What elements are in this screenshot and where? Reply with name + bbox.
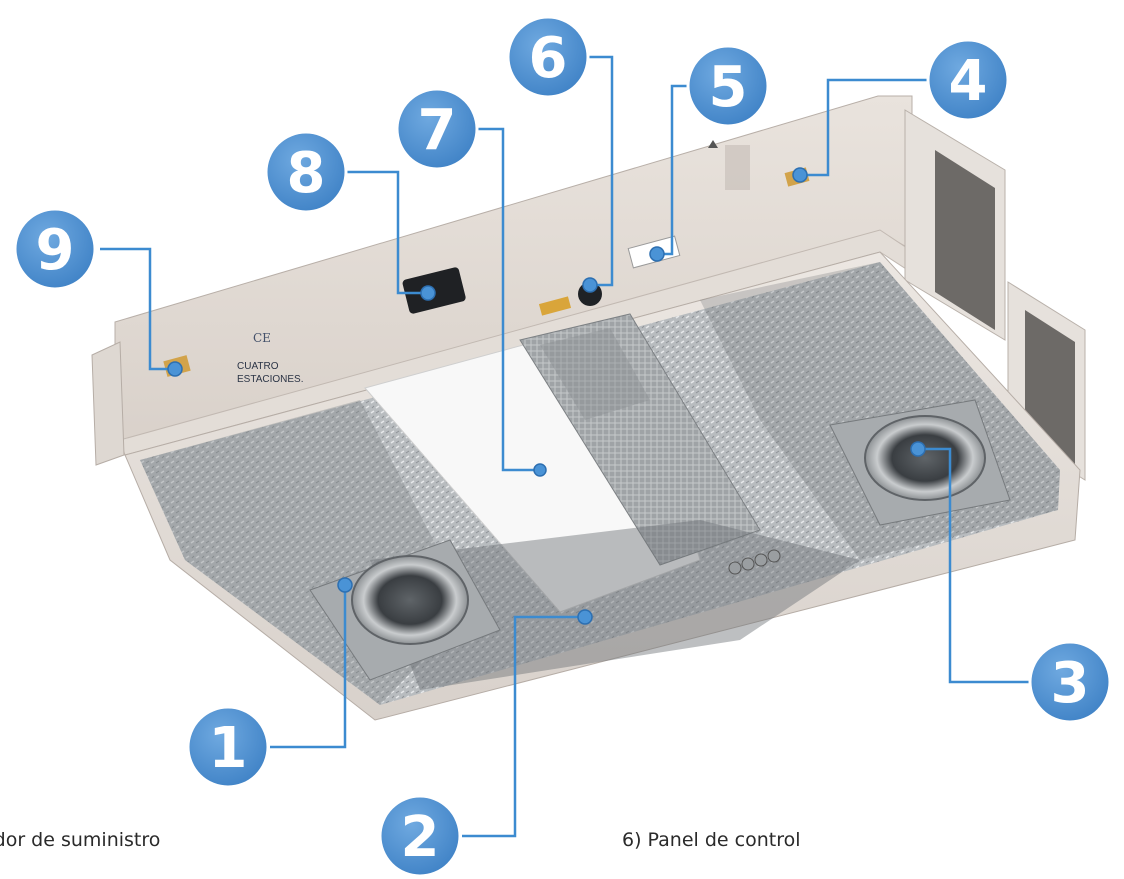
callout-number-5: 5 xyxy=(709,55,748,120)
filter-mesh xyxy=(519,313,761,566)
leader-line-2 xyxy=(462,615,585,838)
brand-label-line2: ESTACIONES. xyxy=(237,374,304,385)
callout-number-2: 2 xyxy=(401,805,440,870)
leader-line-9 xyxy=(100,247,175,371)
leader-line-3 xyxy=(918,447,1040,684)
callout-badge-2: 2 xyxy=(378,794,462,878)
brand-label: CUATRO ESTACIONES. xyxy=(237,360,304,386)
callout-badge-7: 7 xyxy=(395,87,479,171)
callout-badges: 1 2 3 4 5 6 7 8 9 xyxy=(13,15,1112,878)
leader-lines xyxy=(100,55,1040,838)
callout-number-6: 6 xyxy=(529,26,568,91)
leader-line-6 xyxy=(580,55,614,287)
callout-badge-4: 4 xyxy=(926,38,1010,122)
callout-number-9: 9 xyxy=(36,218,75,283)
callout-number-7: 7 xyxy=(418,98,457,163)
brand-label-line1: CUATRO xyxy=(237,361,279,372)
caption-control-panel: 6) Panel de control xyxy=(622,829,801,851)
callout-badge-9: 9 xyxy=(13,207,97,291)
caption-supply: ador de suministro xyxy=(0,829,161,851)
callout-number-8: 8 xyxy=(287,141,326,206)
callout-badge-1: 1 xyxy=(186,705,270,789)
leader-line-1 xyxy=(270,585,347,749)
unit-body xyxy=(91,95,1086,721)
supply-fan xyxy=(351,555,469,645)
callout-number-1: 1 xyxy=(209,716,248,781)
callout-number-4: 4 xyxy=(949,49,988,114)
ce-mark: CE xyxy=(253,331,271,345)
leader-line-4 xyxy=(800,78,938,177)
leader-line-7 xyxy=(470,127,540,472)
leader-endpoints xyxy=(167,167,926,625)
callout-badge-5: 5 xyxy=(686,44,770,128)
callout-badge-3: 3 xyxy=(1028,640,1112,724)
exhaust-fan xyxy=(864,415,986,501)
cable-glands xyxy=(728,549,781,575)
callout-badge-6: 6 xyxy=(506,15,590,99)
callout-number-3: 3 xyxy=(1051,651,1090,716)
leader-line-8 xyxy=(340,170,428,295)
callout-badge-8: 8 xyxy=(264,130,348,214)
